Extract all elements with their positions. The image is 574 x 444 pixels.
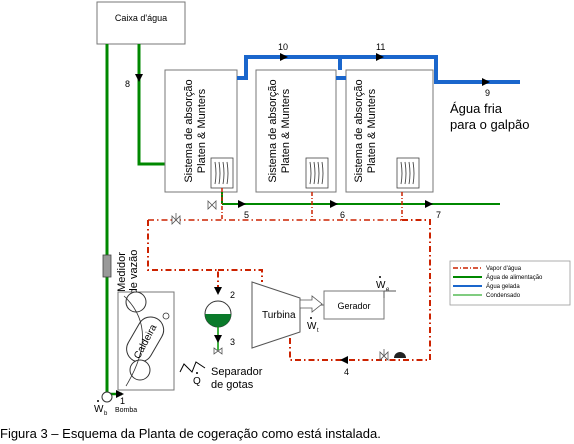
feed-water-line-to-absorber [137,44,165,166]
work-pump-symbol: W b [94,400,108,417]
pump-label: Bomba [115,407,137,414]
flow-arrow-3 [214,335,222,343]
cold-water-line1: Água fria [450,101,503,116]
turbine-label: Turbina [262,310,296,321]
point-1: 1 [120,396,125,406]
flow-arrow-8 [135,74,143,82]
flow-arrow-4 [340,356,348,364]
flow-arrow-7 [425,200,433,208]
absorption-1-line1: Sistema de absorção [183,79,195,182]
flow-arrow-11 [376,53,384,61]
point-8: 8 [125,79,130,89]
turbine [251,281,301,349]
chilled-water-line [237,55,342,80]
separator-valve [213,347,223,355]
shaft-arrow [299,295,323,313]
svg-text:b: b [104,411,108,417]
absorption-3-line2: Platen & Munters [366,88,378,173]
point-7: 7 [436,210,441,220]
svg-text:Condensado: Condensado [486,293,521,299]
svg-text:e: e [386,287,390,293]
point-5: 5 [244,210,249,220]
work-turbine-symbol: W t [307,317,319,334]
absorption-1-line2: Platen & Munters [196,88,208,173]
flow-arrow-1 [116,390,124,398]
steam-trap [394,352,406,358]
steam-line-left [147,220,219,292]
legend-item-steam: Vapor d'água [453,266,522,272]
separator-line2: de gotas [211,379,254,391]
flow-arrow-10 [280,53,288,61]
coil-box-3 [396,157,420,189]
svg-text:Vapor d'água: Vapor d'água [486,266,522,272]
legend-item-chilled-water: Água gelada [453,283,520,290]
steam-line-to-turbine [218,269,263,282]
svg-text:W: W [307,321,317,332]
pump [101,391,113,403]
separator-line1: Separador [211,366,263,378]
flow-meter [102,254,112,278]
absorption-2-line2: Platen & Munters [280,88,292,173]
point-6: 6 [340,210,345,220]
absorption-3-line1: Sistema de absorção [353,79,365,182]
svg-text:Água gelada: Água gelada [486,283,520,290]
chilled-water-line-b [340,55,520,84]
flow-arrow-5 [238,200,246,208]
cold-water-line2: para o galpão [450,117,530,132]
point-2: 2 [230,290,235,300]
flow-arrow-2 [214,287,222,295]
valve-2 [207,200,217,210]
svg-text:Água de alimentação: Água de alimentação [486,274,543,281]
coil-box-1 [210,157,234,189]
svg-text:t: t [317,328,319,334]
legend-item-feed-water: Água de alimentação [453,274,543,281]
heat-input-zigzag [179,361,206,373]
point-3: 3 [230,337,235,347]
flow-meter-line1: Medidor [116,252,128,292]
svg-text:Q: Q [193,376,201,387]
svg-text:W: W [376,280,386,291]
point-4: 4 [344,367,349,377]
flow-arrow-6 [330,200,338,208]
svg-text:W: W [94,404,104,415]
valve-3 [379,349,389,361]
absorption-2-line1: Sistema de absorção [267,79,279,182]
water-tank-label: Caixa d'água [115,13,167,23]
work-electric-symbol: W e [376,276,390,293]
flow-arrow-9 [482,78,490,86]
water-tank [96,1,186,45]
valve-1 [171,213,181,225]
figure-caption: Figura 3 – Esquema da Planta de cogeraçã… [0,426,381,441]
legend-item-condensate: Condensado [453,293,521,299]
steam-line-right [289,219,431,361]
point-10: 10 [278,42,288,52]
point-9: 9 [485,88,490,98]
drop-separator [204,300,232,328]
point-11: 11 [376,42,385,52]
boiler [123,291,170,387]
heat-symbol: Q [193,372,201,387]
generator [323,290,385,320]
coil-box-2 [305,157,329,189]
flow-meter-line2: de vazão [128,250,140,295]
generator-label: Gerador [337,301,370,311]
